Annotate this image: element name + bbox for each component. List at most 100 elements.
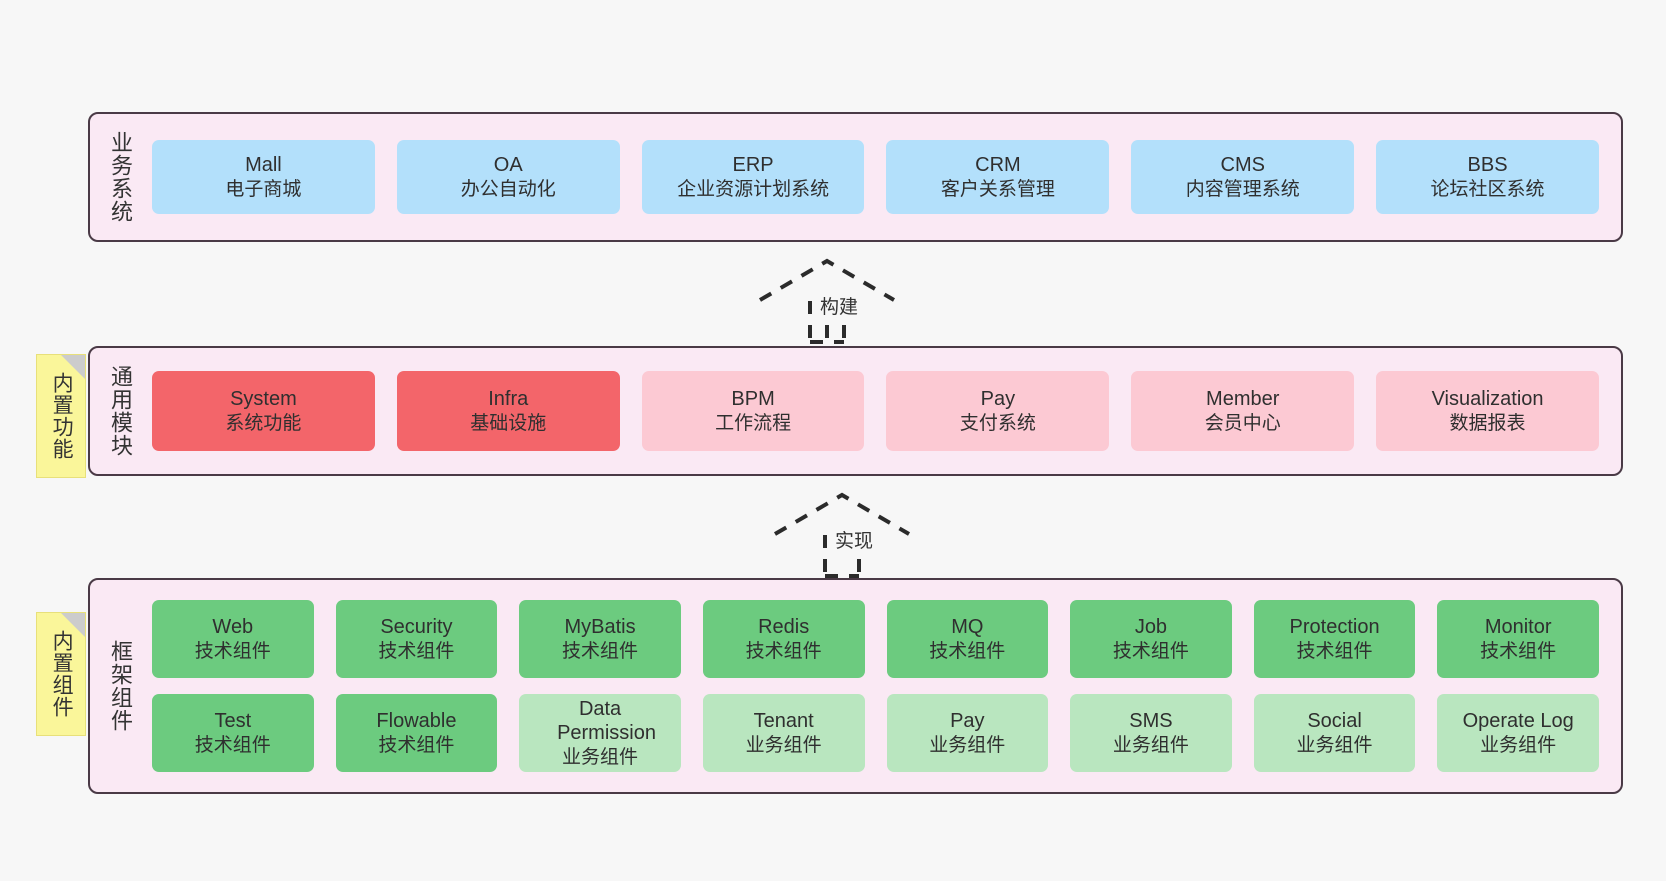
layer-business-system-body: Mall 电子商城 OA 办公自动化 ERP 企业资源计划系统 CRM 客户关系… <box>140 114 1621 240</box>
connector-build: 构建 <box>755 256 905 346</box>
node-security-name: Security <box>380 616 453 639</box>
framework-business-row: Test 技术组件 Flowable 技术组件 Data Permission … <box>152 694 1599 772</box>
layer-framework-component-title: 框架组件 <box>107 640 133 732</box>
node-mall[interactable]: Mall 电子商城 <box>152 140 375 214</box>
node-protection-desc: 技术组件 <box>1296 640 1373 662</box>
node-sms-desc: 业务组件 <box>1112 734 1189 756</box>
node-operate-log-desc: 业务组件 <box>1480 734 1557 756</box>
layer-business-system-title: 业务系统 <box>107 131 133 223</box>
node-pay-module-desc: 支付系统 <box>959 412 1036 434</box>
node-infra[interactable]: Infra 基础设施 <box>396 371 620 451</box>
node-data-permission[interactable]: Data Permission 业务组件 <box>519 694 681 772</box>
connector-build-label: 构建 <box>817 292 862 319</box>
framework-tech-row: Web 技术组件 Security 技术组件 MyBatis 技术组件 Redi… <box>152 600 1599 678</box>
layer-framework-component: 框架组件 Web 技术组件 Security 技术组件 MyBatis 技术组件… <box>88 578 1623 794</box>
node-data-permission-name: Data Permission <box>557 698 656 745</box>
node-job[interactable]: Job 技术组件 <box>1070 600 1232 678</box>
node-test-desc: 技术组件 <box>194 734 271 756</box>
layer-common-module: 通用模块 System 系统功能 Infra 基础设施 BPM 工作流程 Pay… <box>88 346 1623 476</box>
node-member[interactable]: Member 会员中心 <box>1131 371 1355 451</box>
node-oa-name: OA <box>493 154 523 177</box>
node-oa[interactable]: OA 办公自动化 <box>396 140 620 214</box>
layer-common-module-body: System 系统功能 Infra 基础设施 BPM 工作流程 Pay 支付系统… <box>140 348 1621 474</box>
node-protection[interactable]: Protection 技术组件 <box>1253 600 1416 678</box>
connector-implement: 实现 <box>770 490 920 580</box>
node-redis[interactable]: Redis 技术组件 <box>702 600 865 678</box>
node-protection-name: Protection <box>1289 616 1380 639</box>
node-bbs[interactable]: BBS 论坛社区系统 <box>1376 140 1599 214</box>
layer-business-system: 业务系统 Mall 电子商城 OA 办公自动化 ERP 企业资源计划系统 CRM… <box>88 112 1623 242</box>
node-redis-name: Redis <box>758 616 810 639</box>
node-visualization[interactable]: Visualization 数据报表 <box>1376 371 1599 451</box>
node-crm-name: CRM <box>975 154 1021 177</box>
node-monitor[interactable]: Monitor 技术组件 <box>1437 600 1599 678</box>
node-crm[interactable]: CRM 客户关系管理 <box>886 140 1110 214</box>
sticky-note-builtin-components: 内置组件 <box>36 612 86 736</box>
node-flowable[interactable]: Flowable 技术组件 <box>335 694 498 772</box>
node-oa-desc: 办公自动化 <box>460 178 556 200</box>
node-mq[interactable]: MQ 技术组件 <box>886 600 1049 678</box>
node-job-name: Job <box>1134 616 1168 639</box>
business-system-row: Mall 电子商城 OA 办公自动化 ERP 企业资源计划系统 CRM 客户关系… <box>152 140 1599 214</box>
node-flowable-name: Flowable <box>376 710 457 733</box>
node-web-name: Web <box>212 616 254 639</box>
connector-implement-label: 实现 <box>832 526 877 553</box>
node-flowable-desc: 技术组件 <box>378 734 455 756</box>
node-data-permission-desc: 业务组件 <box>562 746 639 768</box>
node-erp-name: ERP <box>732 154 774 177</box>
layer-framework-component-body: Web 技术组件 Security 技术组件 MyBatis 技术组件 Redi… <box>140 580 1621 792</box>
node-tenant[interactable]: Tenant 业务组件 <box>702 694 865 772</box>
sticky-note-builtin-components-text: 内置组件 <box>50 630 74 718</box>
node-erp-desc: 企业资源计划系统 <box>677 178 830 200</box>
node-system-desc: 系统功能 <box>225 412 302 434</box>
node-monitor-desc: 技术组件 <box>1480 640 1557 662</box>
node-test-name: Test <box>214 710 252 733</box>
node-bpm[interactable]: BPM 工作流程 <box>641 371 865 451</box>
note-fold-corner-icon <box>61 355 85 379</box>
node-cms-name: CMS <box>1220 154 1265 177</box>
node-bbs-desc: 论坛社区系统 <box>1430 178 1545 200</box>
node-security[interactable]: Security 技术组件 <box>335 600 498 678</box>
node-pay-module-name: Pay <box>980 388 1016 411</box>
node-visualization-name: Visualization <box>1431 388 1544 411</box>
note-fold-corner-icon <box>61 613 85 637</box>
node-sms-name: SMS <box>1129 710 1173 733</box>
node-bpm-name: BPM <box>731 388 775 411</box>
node-mybatis[interactable]: MyBatis 技术组件 <box>519 600 681 678</box>
node-erp[interactable]: ERP 企业资源计划系统 <box>641 140 865 214</box>
node-pay-component-name: Pay <box>950 710 985 733</box>
node-bbs-name: BBS <box>1467 154 1508 177</box>
node-crm-desc: 客户关系管理 <box>940 178 1055 200</box>
layer-common-module-title: 通用模块 <box>107 365 133 457</box>
node-mall-name: Mall <box>245 154 282 177</box>
node-test[interactable]: Test 技术组件 <box>152 694 314 772</box>
node-mybatis-desc: 技术组件 <box>562 640 639 662</box>
node-tenant-name: Tenant <box>753 710 814 733</box>
node-redis-desc: 技术组件 <box>745 640 822 662</box>
node-security-desc: 技术组件 <box>378 640 455 662</box>
node-social-name: Social <box>1307 710 1362 733</box>
node-pay-component-desc: 业务组件 <box>929 734 1006 756</box>
node-web-desc: 技术组件 <box>194 640 271 662</box>
node-mq-name: MQ <box>951 616 984 639</box>
node-sms[interactable]: SMS 业务组件 <box>1070 694 1232 772</box>
node-operate-log[interactable]: Operate Log 业务组件 <box>1437 694 1599 772</box>
node-system[interactable]: System 系统功能 <box>152 371 375 451</box>
node-social[interactable]: Social 业务组件 <box>1253 694 1416 772</box>
node-mall-desc: 电子商城 <box>225 178 302 200</box>
node-web[interactable]: Web 技术组件 <box>152 600 314 678</box>
node-cms[interactable]: CMS 内容管理系统 <box>1131 140 1355 214</box>
node-visualization-desc: 数据报表 <box>1449 412 1526 434</box>
node-member-name: Member <box>1206 388 1280 411</box>
node-system-name: System <box>230 388 297 411</box>
node-pay-module[interactable]: Pay 支付系统 <box>886 371 1110 451</box>
node-mybatis-name: MyBatis <box>564 616 636 639</box>
node-operate-log-name: Operate Log <box>1462 710 1574 733</box>
node-bpm-desc: 工作流程 <box>715 412 792 434</box>
node-job-desc: 技术组件 <box>1112 640 1189 662</box>
node-infra-desc: 基础设施 <box>470 412 547 434</box>
node-mq-desc: 技术组件 <box>929 640 1006 662</box>
node-monitor-name: Monitor <box>1484 616 1552 639</box>
node-pay-component[interactable]: Pay 业务组件 <box>886 694 1049 772</box>
